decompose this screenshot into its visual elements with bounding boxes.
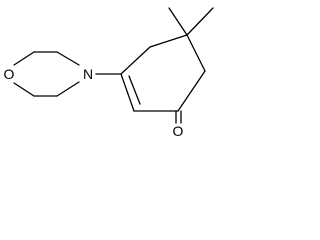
structure-svg: O N O xyxy=(4,7,214,139)
bond-c4-c5 xyxy=(149,34,188,48)
bond-morph-3 xyxy=(56,51,80,66)
molecule-diagram: O N O xyxy=(0,0,228,155)
bond-c5-c6 xyxy=(186,34,206,72)
bond-methyl-2 xyxy=(186,7,214,36)
bond-morph-1 xyxy=(13,51,35,66)
bond-c3-c4 xyxy=(120,46,151,75)
morpholine-oxygen-label: O xyxy=(4,66,15,82)
bond-morph-4 xyxy=(56,81,80,97)
bond-methyl-1 xyxy=(168,7,188,36)
bond-c6-c1 xyxy=(177,70,206,112)
bond-morph-6 xyxy=(13,82,35,97)
morpholine-nitrogen-label: N xyxy=(83,66,93,82)
bond-c2-c3 xyxy=(120,73,135,112)
bond-c2-c3-double xyxy=(128,75,141,105)
ketone-oxygen-label: O xyxy=(173,123,184,139)
